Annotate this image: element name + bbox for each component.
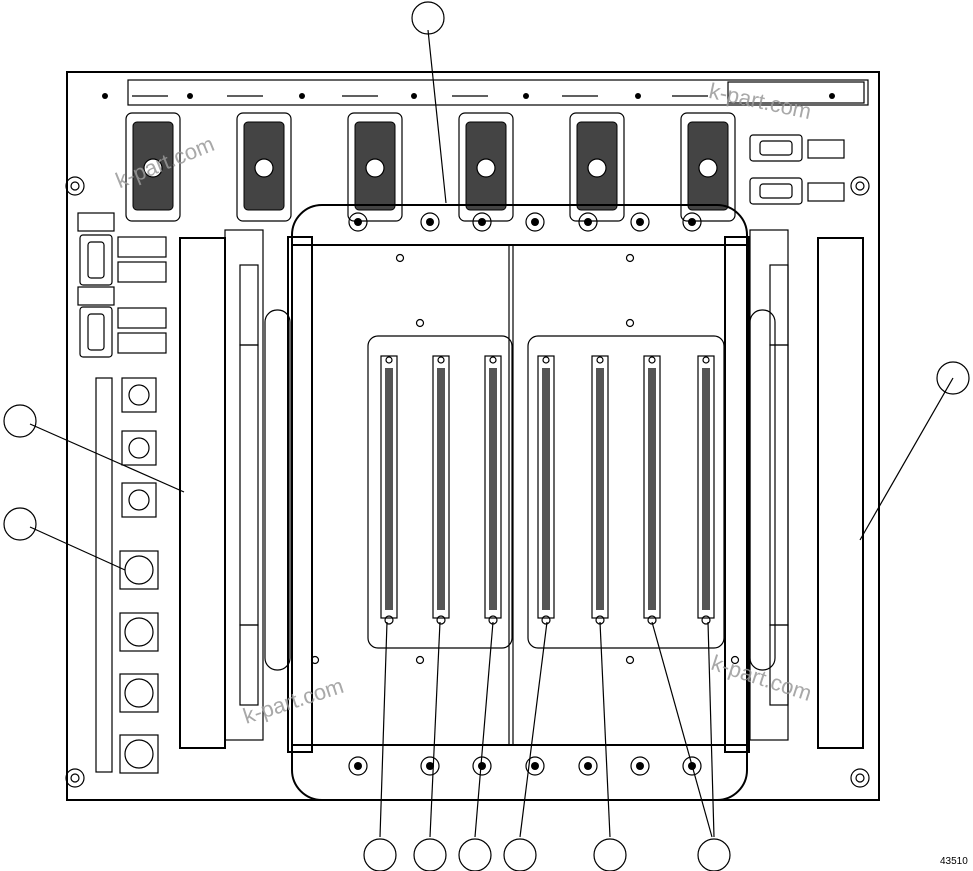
cage-screws — [310, 212, 740, 776]
top-connectors — [125, 112, 736, 222]
callout-bottom-2 — [413, 838, 447, 871]
figure-number: 43510 — [940, 856, 968, 867]
callout-bottom-5 — [593, 838, 627, 871]
card-slots — [380, 355, 715, 625]
callout-left-lower — [3, 507, 37, 541]
callout-right — [936, 361, 970, 395]
callout-top — [411, 1, 445, 35]
callout-bubbles — [3, 1, 970, 871]
dsub-connectors-right — [749, 134, 845, 205]
left-module — [179, 229, 313, 753]
left-side-connectors — [77, 212, 167, 773]
leader-lines — [29, 29, 954, 838]
callout-left-upper — [3, 404, 37, 438]
top-rail-screws — [102, 93, 835, 99]
callout-bottom-3 — [458, 838, 492, 871]
card-cage — [264, 204, 776, 801]
callout-bottom-1 — [363, 838, 397, 871]
callout-bottom-4 — [503, 838, 537, 871]
square-connectors — [119, 377, 159, 774]
callout-bottom-6 — [697, 838, 731, 871]
